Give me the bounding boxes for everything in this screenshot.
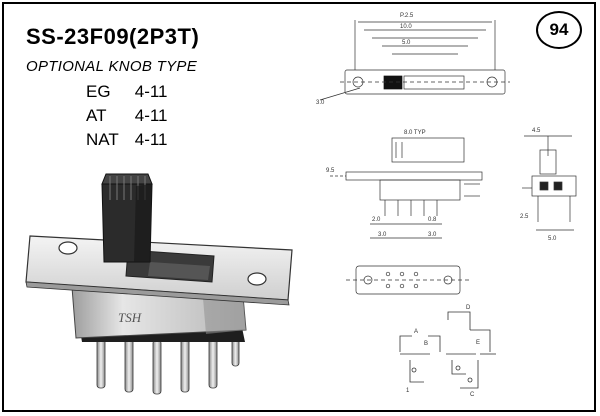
svg-text:E: E [476, 340, 480, 346]
front-view-drawing [330, 137, 483, 239]
knob-code: NAT [86, 130, 119, 149]
knob-range: 4-11 [134, 130, 168, 149]
knob-range: 4-11 [134, 106, 168, 125]
svg-text:9.5: 9.5 [326, 168, 335, 174]
svg-text:4.5: 4.5 [532, 128, 541, 134]
knob-code: EG [86, 82, 111, 101]
svg-text:3.0: 3.0 [378, 232, 387, 238]
svg-text:B: B [424, 341, 428, 347]
svg-text:2.5: 2.5 [520, 214, 529, 220]
svg-text:0.8: 0.8 [428, 217, 437, 223]
svg-text:8.0 TYP: 8.0 TYP [404, 130, 426, 136]
svg-text:5.0: 5.0 [402, 40, 411, 46]
svg-text:10.0: 10.0 [400, 24, 412, 30]
knob-option-at: AT 4-11 [86, 106, 168, 126]
knob-type-subtitle: OPTIONAL KNOB TYPE [26, 58, 198, 75]
knob-code: AT [86, 106, 107, 125]
svg-text:3.0: 3.0 [428, 232, 437, 238]
side-view-drawing [522, 135, 577, 231]
knob-option-nat: NAT 4-11 [86, 130, 168, 150]
svg-text:C: C [470, 392, 475, 398]
pcb-footprint-drawing [346, 265, 470, 295]
svg-text:P.2.5: P.2.5 [400, 13, 414, 19]
top-view-drawing [319, 20, 510, 101]
circuit-schematic [399, 311, 496, 389]
svg-text:1: 1 [406, 388, 410, 394]
svg-text:A: A [414, 329, 418, 335]
svg-text:2.0: 2.0 [372, 217, 381, 223]
tsh-marking: TSH [118, 310, 142, 325]
svg-text:D: D [466, 305, 471, 311]
svg-text:5.0: 5.0 [548, 236, 557, 242]
knob-option-eg: EG 4-11 [86, 82, 168, 102]
mounting-hole-left [58, 241, 78, 255]
knob-range: 4-11 [134, 82, 168, 101]
switch-illustration: TSH [25, 173, 293, 395]
svg-text:3.0: 3.0 [316, 100, 325, 106]
mounting-hole-right [247, 272, 267, 286]
page-number-badge: 94 [536, 11, 582, 49]
part-number-title: SS-23F09(2P3T) [26, 24, 200, 49]
slide-knob [101, 173, 153, 263]
